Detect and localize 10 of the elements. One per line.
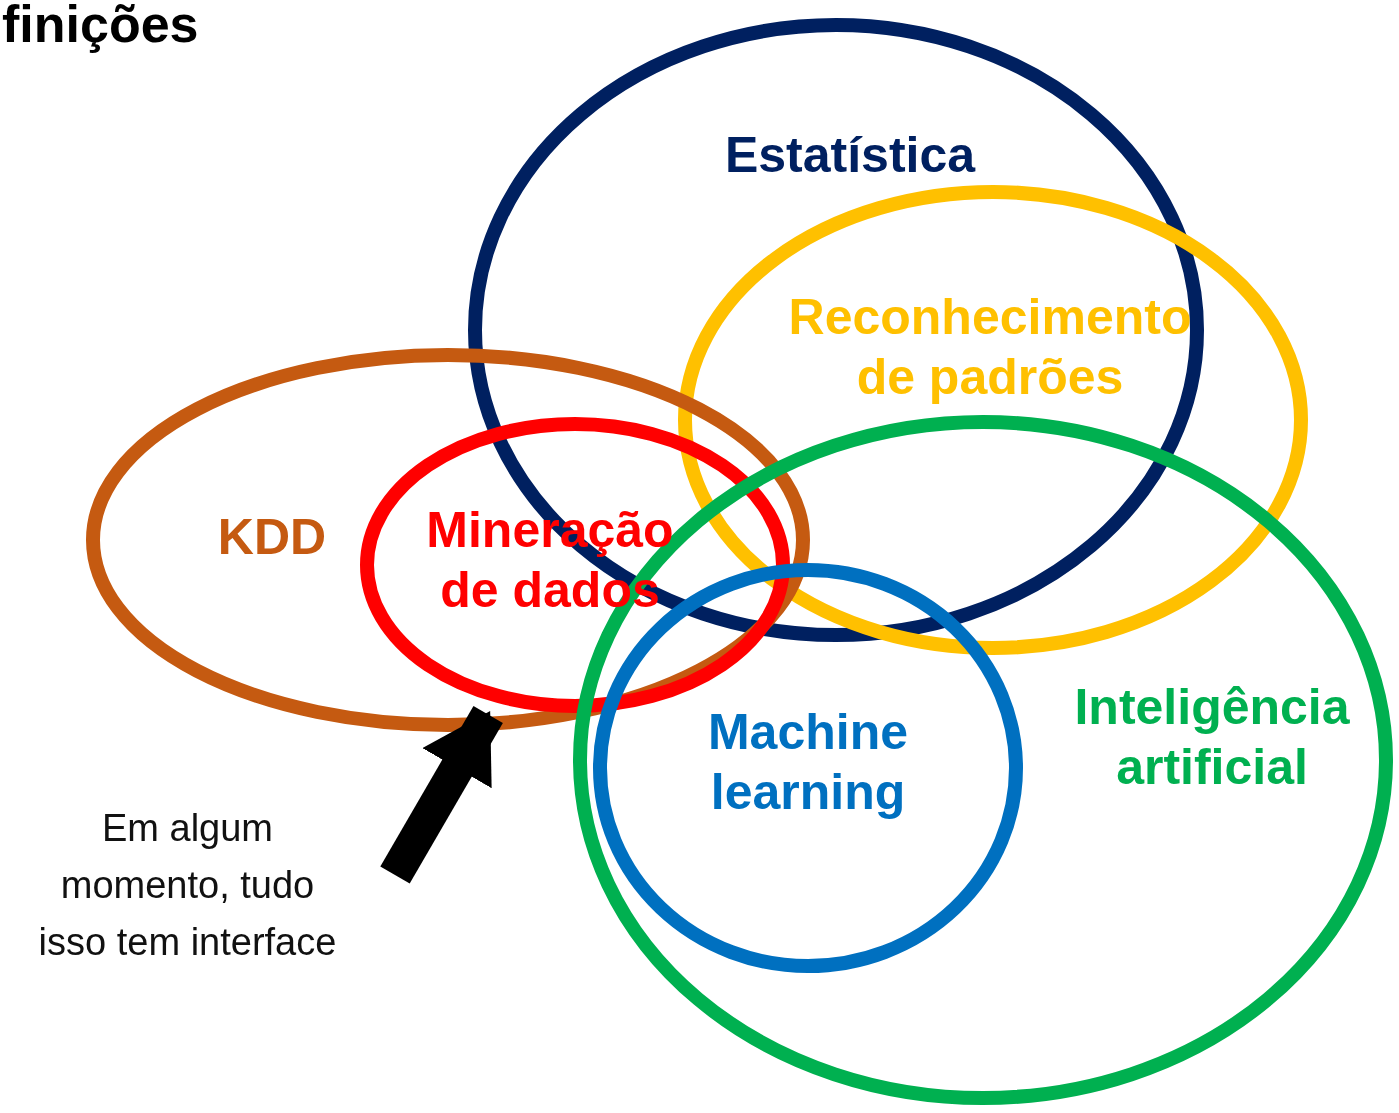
ellipse-label: Reconhecimento de padrões (787, 288, 1193, 407)
ellipse (360, 417, 790, 713)
ellipse (678, 185, 1308, 655)
arrow (380, 706, 503, 884)
ellipse-label: Inteligência artificial (1073, 678, 1351, 797)
title: finições (2, 0, 199, 54)
ellipse-label: Machine learning (706, 703, 910, 822)
note-text: Em algum momento, tudo isso tem interface (15, 800, 360, 971)
ellipse-label: KDD (216, 508, 328, 567)
ellipse-label: Estatística (723, 126, 977, 185)
